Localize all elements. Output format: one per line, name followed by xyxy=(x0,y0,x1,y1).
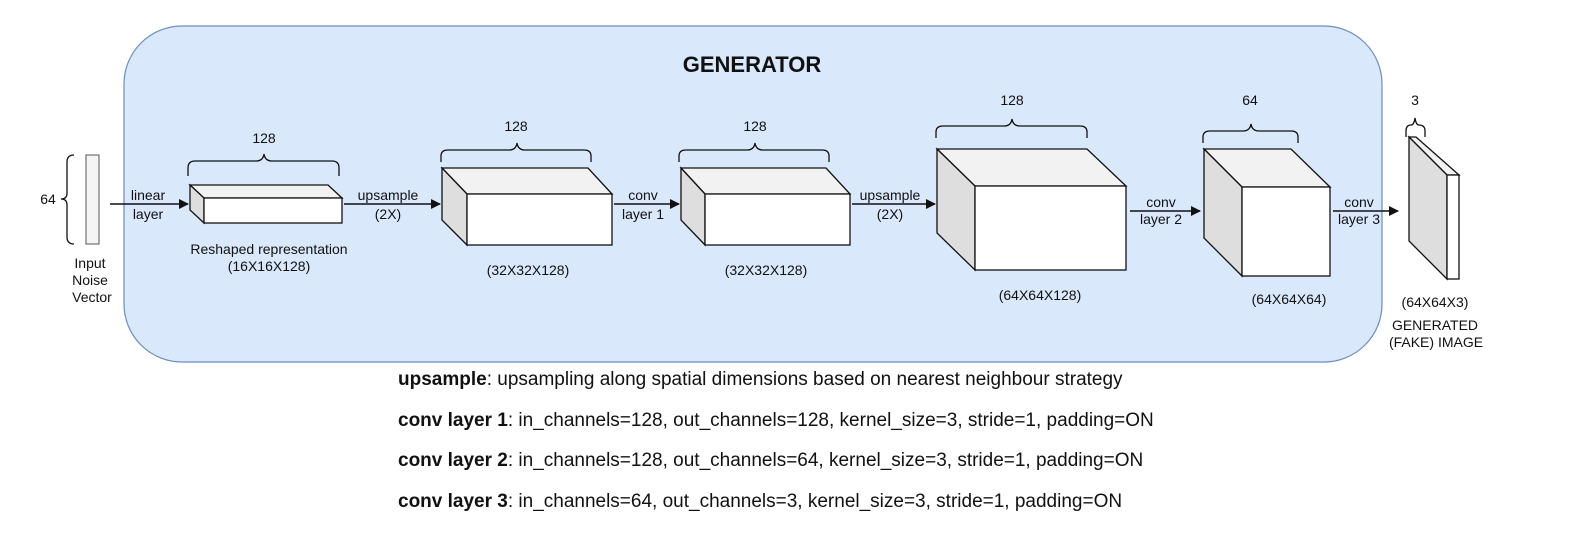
legend-conv-layer-2: conv layer 2: in_channels=128, out_chann… xyxy=(398,447,1154,488)
block-4-brace xyxy=(935,118,1088,138)
output-generated-image-slab xyxy=(1407,135,1461,281)
block-3-caption: (32X32X128) xyxy=(725,262,808,278)
arrow-conv-layer-2-label-1: conv xyxy=(1146,194,1176,210)
block-3-brace xyxy=(678,142,830,162)
legend-conv-layer-3: conv layer 3: in_channels=64, out_channe… xyxy=(398,488,1154,529)
block-reshaped-16x16x128 xyxy=(188,183,344,225)
arrow-conv-layer-3-label-1: conv xyxy=(1344,194,1374,210)
block-64x64x128 xyxy=(935,147,1128,272)
block-32x32x128-a xyxy=(440,166,614,247)
output-caption-1: (64X64X3) xyxy=(1402,294,1469,310)
input-noise-vector-bar xyxy=(85,154,100,245)
legend: upsample: upsampling along spatial dimen… xyxy=(398,366,1154,528)
block-2-channels: 128 xyxy=(504,118,528,134)
block-4-caption: (64X64X128) xyxy=(999,287,1082,303)
legend-text: : upsampling along spatial dimensions ba… xyxy=(486,369,1123,390)
block-1-caption-2: (16X16X128) xyxy=(228,258,311,274)
output-caption-3: (FAKE) IMAGE xyxy=(1389,334,1483,350)
legend-text: : in_channels=64, out_channels=3, kernel… xyxy=(507,490,1123,512)
arrow-linear-layer-label-2: layer xyxy=(133,206,164,222)
output-channels: 3 xyxy=(1411,92,1419,108)
arrow-upsample-1-label-1: upsample xyxy=(358,187,419,203)
block-1-channels: 128 xyxy=(252,130,276,146)
input-label-line-3: Vector xyxy=(72,289,112,305)
arrow-upsample-2-label-1: upsample xyxy=(860,187,921,203)
output-brace xyxy=(1405,117,1426,137)
legend-term: conv layer 2 xyxy=(398,450,508,471)
arrow-conv-layer-1-label-1: conv xyxy=(628,187,658,203)
block-32x32x128-b xyxy=(679,166,852,247)
arrow-linear-layer-label-1: linear xyxy=(131,187,166,203)
arrow-conv-layer-1-label-2: layer 1 xyxy=(622,206,664,222)
block-64x64x64 xyxy=(1202,147,1332,278)
input-label-line-1: Input xyxy=(74,255,105,271)
input-label-line-2: Noise xyxy=(72,272,108,288)
legend-text: : in_channels=128, out_channels=128, ker… xyxy=(507,409,1154,431)
block-3-channels: 128 xyxy=(743,118,767,134)
generator-diagram: GENERATOR 64 Input Noise Vector linear l… xyxy=(40,25,1483,363)
legend-conv-layer-1: conv layer 1: in_channels=128, out_chann… xyxy=(398,407,1154,448)
generator-title: GENERATOR xyxy=(683,52,822,77)
legend-term: conv layer 1 xyxy=(398,409,508,431)
block-5-brace xyxy=(1202,123,1299,143)
legend-term: conv layer 3 xyxy=(398,490,508,512)
input-dim-brace xyxy=(60,154,75,245)
legend-term: upsample xyxy=(398,369,487,390)
block-4-channels: 128 xyxy=(1000,92,1024,108)
block-2-brace xyxy=(440,142,592,162)
legend-upsample: upsample: upsampling along spatial dimen… xyxy=(398,366,1154,407)
block-1-brace xyxy=(187,153,340,176)
output-caption-2: GENERATED xyxy=(1392,317,1478,333)
block-1-caption-1: Reshaped representation xyxy=(190,241,347,257)
block-2-caption: (32X32X128) xyxy=(487,262,570,278)
arrow-conv-layer-3-label-2: layer 3 xyxy=(1338,211,1380,227)
legend-text: : in_channels=128, out_channels=64, kern… xyxy=(507,450,1144,471)
arrow-upsample-1-label-2: (2X) xyxy=(375,206,401,222)
arrow-upsample-2-label-2: (2X) xyxy=(877,206,903,222)
arrow-conv-layer-2-label-2: layer 2 xyxy=(1140,211,1182,227)
block-5-caption: (64X64X64) xyxy=(1252,291,1327,307)
block-5-channels: 64 xyxy=(1242,92,1258,108)
input-dim-label: 64 xyxy=(40,191,56,207)
